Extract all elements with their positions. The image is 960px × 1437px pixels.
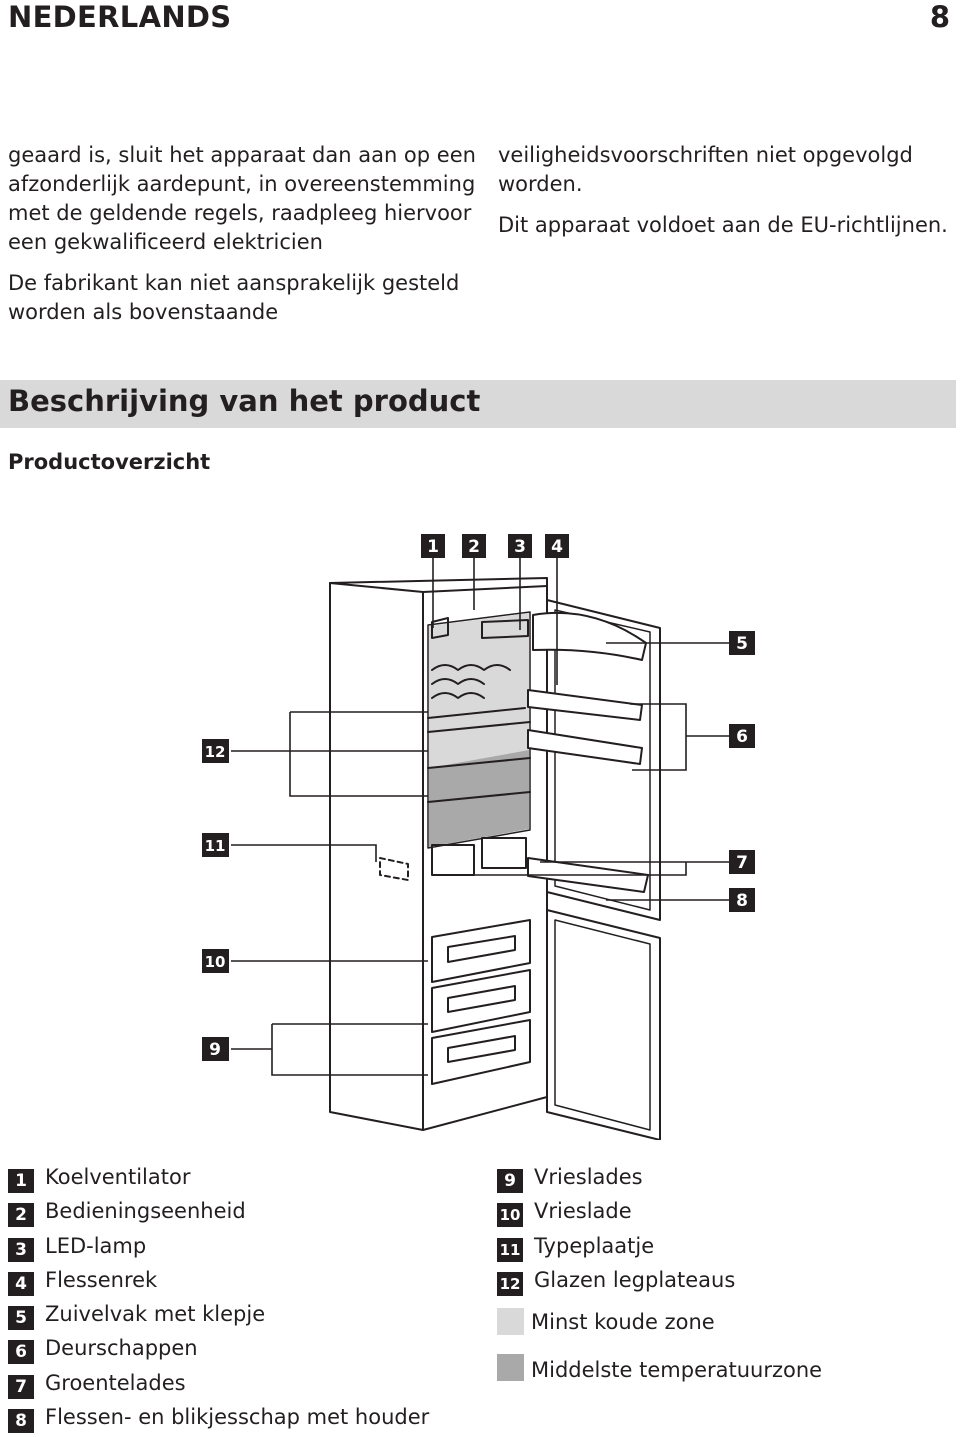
legend-number-badge: 8 [8,1409,34,1433]
intro-paragraph: Dit apparaat voldoet aan de EU-richtlijn… [498,211,958,240]
page-header: NEDERLANDS 8 [0,0,960,36]
legend-label: Vrieslades [534,1165,643,1189]
language-heading: NEDERLANDS [8,0,231,34]
legend-number-badge: 1 [8,1169,34,1193]
legend-label: Typeplaatje [534,1234,654,1258]
cold-zone-swatch [497,1308,524,1335]
section-subtitle: Productoverzicht [8,450,210,474]
legend-number-badge: 5 [8,1306,34,1330]
callout-label: 2 [468,537,480,557]
legend-number-badge: 9 [497,1169,523,1193]
intro-paragraph: geaard is, sluit het apparaat dan aan op… [8,141,478,257]
callout-label: 1 [427,537,439,557]
callout-label: 6 [736,727,748,747]
legend-label: Groentelades [45,1371,186,1395]
freezer-door [547,910,660,1140]
legend-number-badge: 4 [8,1272,34,1296]
zone-label: Minst koude zone [531,1310,715,1334]
section-title-band: Beschrijving van het product [0,380,956,428]
zone-label: Middelste temperatuurzone [531,1358,822,1382]
page-number: 8 [930,0,950,34]
callout-label: 5 [736,634,748,654]
callout-label: 4 [551,537,563,557]
legend-number-badge: 11 [497,1238,523,1262]
legend-label: Bedieningseenheid [45,1199,246,1223]
legend-label: Flessen- en blikjesschap met houder [45,1405,429,1429]
legend-number-badge: 2 [8,1203,34,1227]
legend-label: Deurschappen [45,1336,198,1360]
intro-paragraph: veiligheidsvoorschriften niet opgevolgd … [498,141,958,199]
callout-label: 11 [205,837,226,855]
legend-number-badge: 12 [497,1272,523,1296]
callout-label: 3 [514,537,526,557]
middle-zone-swatch [497,1354,524,1381]
legend-number-badge: 3 [8,1238,34,1262]
legend-label: Zuivelvak met klepje [45,1302,265,1326]
legend-label: Koelventilator [45,1165,190,1189]
legend-label: Flessenrek [45,1268,157,1292]
intro-paragraph: De fabrikant kan niet aansprakelijk gest… [8,269,478,327]
callout-label: 10 [205,953,226,971]
legend-label: Glazen legplateaus [534,1268,735,1292]
callout-label: 12 [205,743,226,761]
intro-left-column: geaard is, sluit het apparaat dan aan op… [8,141,478,327]
legend-number-badge: 10 [497,1203,523,1227]
legend-number-badge: 7 [8,1375,34,1399]
legend-number-badge: 6 [8,1340,34,1364]
section-title: Beschrijving van het product [8,384,480,418]
callout-label: 7 [736,853,748,873]
legend-label: LED-lamp [45,1234,146,1258]
fridge-diagram: 1 2 3 4 5 6 7 8 9 10 11 12 [0,500,960,1140]
callout-label: 9 [209,1040,221,1060]
callout-label: 8 [736,891,748,911]
intro-right-column: veiligheidsvoorschriften niet opgevolgd … [498,141,958,240]
legend-label: Vrieslade [534,1199,632,1223]
